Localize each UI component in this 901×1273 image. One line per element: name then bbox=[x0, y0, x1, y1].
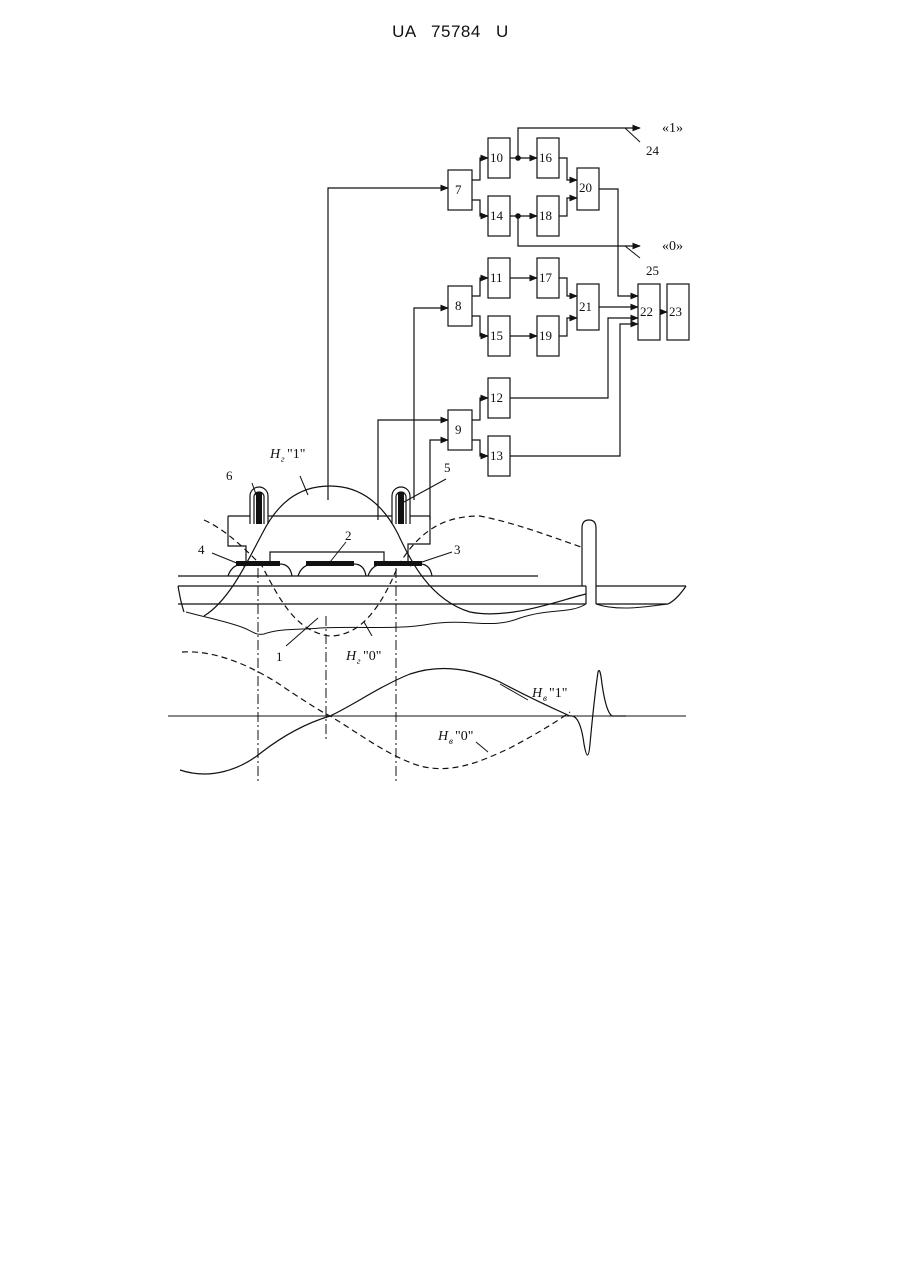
block-22-label: 22 bbox=[640, 304, 653, 319]
block-7-label: 7 bbox=[455, 182, 462, 197]
waveform-plot: H в "1" H в "0" bbox=[168, 568, 686, 782]
part-5-label: 5 bbox=[444, 460, 451, 475]
part-4-label: 4 bbox=[198, 542, 205, 557]
block-9-label: 9 bbox=[455, 422, 462, 437]
block-10-label: 10 bbox=[490, 150, 503, 165]
block-15-label: 15 bbox=[490, 328, 503, 343]
output-zero-number: 25 bbox=[646, 263, 659, 278]
block-21-label: 21 bbox=[579, 299, 592, 314]
block-17-label: 17 bbox=[539, 270, 553, 285]
block-8-label: 8 bbox=[455, 298, 462, 313]
svg-text:"0": "0" bbox=[455, 729, 473, 744]
svg-text:H: H bbox=[437, 729, 449, 744]
label-hv-zero: H в "0" bbox=[437, 729, 473, 746]
block-11-label: 11 bbox=[490, 270, 503, 285]
block-16-label: 16 bbox=[539, 150, 553, 165]
part-3-label: 3 bbox=[454, 542, 461, 557]
output-one-label: «1» bbox=[662, 121, 683, 136]
output-one-number: 24 bbox=[646, 143, 660, 158]
svg-text:"1": "1" bbox=[549, 686, 567, 701]
label-hg-zero: H г "0" bbox=[345, 649, 381, 666]
part-2-label: 2 bbox=[345, 528, 352, 543]
block-20-label: 20 bbox=[579, 180, 592, 195]
sensor-assembly: 6 5 2 3 4 1 H г "1" H г "0" bbox=[178, 447, 686, 666]
output-zero-label: «0» bbox=[662, 239, 683, 254]
block-13-label: 13 bbox=[490, 448, 503, 463]
svg-text:H: H bbox=[269, 447, 281, 462]
svg-text:"0": "0" bbox=[363, 649, 381, 664]
svg-text:в: в bbox=[543, 693, 547, 703]
block-14-label: 14 bbox=[490, 208, 504, 223]
part-1-label: 1 bbox=[276, 649, 283, 664]
block-19-label: 19 bbox=[539, 328, 552, 343]
label-hg-one: H г "1" bbox=[269, 447, 305, 464]
svg-text:г: г bbox=[281, 454, 285, 464]
svg-text:H: H bbox=[345, 649, 357, 664]
svg-text:г: г bbox=[357, 656, 361, 666]
block-18-label: 18 bbox=[539, 208, 552, 223]
svg-text:в: в bbox=[449, 736, 453, 746]
part-6-label: 6 bbox=[226, 468, 233, 483]
block-diagram: 7 10 14 16 18 20 8 11 15 17 19 21 22 23 … bbox=[328, 121, 689, 520]
block-23-label: 23 bbox=[669, 304, 682, 319]
block-12-label: 12 bbox=[490, 390, 503, 405]
label-hv-one: H в "1" bbox=[531, 686, 567, 703]
svg-text:"1": "1" bbox=[287, 447, 305, 462]
svg-text:H: H bbox=[531, 686, 543, 701]
